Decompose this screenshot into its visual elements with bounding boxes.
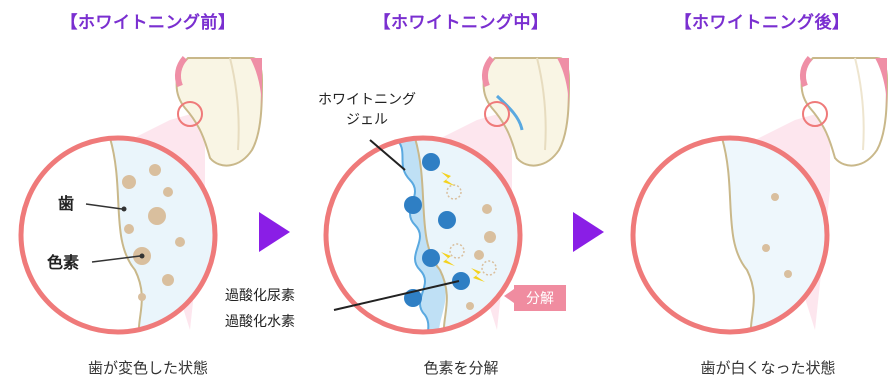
pigment-dot [162,274,174,286]
pigment-dot [163,187,173,197]
zoom-circle [18,135,218,335]
pigment-dot [148,207,166,225]
panel-before-caption: 歯が変色した状態 [87,359,209,377]
panel-during: ホワイトニング ジェル 過酸化尿素 過酸化水素 分解 [225,56,571,335]
pigment-dot [771,193,779,201]
pigment-dot [466,302,474,310]
gel-label-line2: ジェル [346,112,388,128]
panel-after-title: 【ホワイトニング後】 [674,13,850,33]
peroxide-molecule [438,211,456,229]
peroxide-molecule [422,249,440,267]
pigment-dot [124,224,134,234]
pigment-dot [175,237,185,247]
panel-during-title: 【ホワイトニング中】 [373,13,549,33]
pigment-dot [484,231,496,243]
panel-after [630,56,889,335]
decompose-label: 分解 [526,291,554,307]
pigment-dot [474,250,484,260]
tooth-label: 歯 [58,194,74,213]
pigment-label: 色素 [47,253,79,272]
panel-after-caption: 歯が白くなった状態 [700,359,836,377]
magnify-ring [177,101,203,127]
pigment-dot [138,293,146,301]
tooth-illustration [799,56,889,167]
tooth-illustration [481,56,571,167]
pigment-dot [762,244,770,252]
panel-during-caption: 色素を分解 [423,359,499,377]
peroxide-label-line1: 過酸化尿素 [225,288,295,304]
decompose-badge: 分解 [504,285,566,311]
pigment-dot [122,175,136,189]
peroxide-label-line2: 過酸化水素 [225,314,295,330]
peroxide-molecule [422,153,440,171]
spark-icon [441,172,455,186]
panel-before-title: 【ホワイトニング前】 [60,13,236,33]
pigment-dot [149,164,161,176]
peroxide-molecule [404,196,422,214]
tooth-illustration [174,56,264,167]
spark-icon [471,268,485,282]
next-arrow-icon [259,212,290,252]
next-arrow-icon [573,212,604,252]
pigment-dot [784,270,792,278]
spark-icon [441,252,455,266]
gel-label-line1: ホワイトニング [318,92,416,108]
peroxide-molecule [452,272,470,290]
pigment-dot [482,204,492,214]
panel-before: 歯 色素 [18,56,264,335]
